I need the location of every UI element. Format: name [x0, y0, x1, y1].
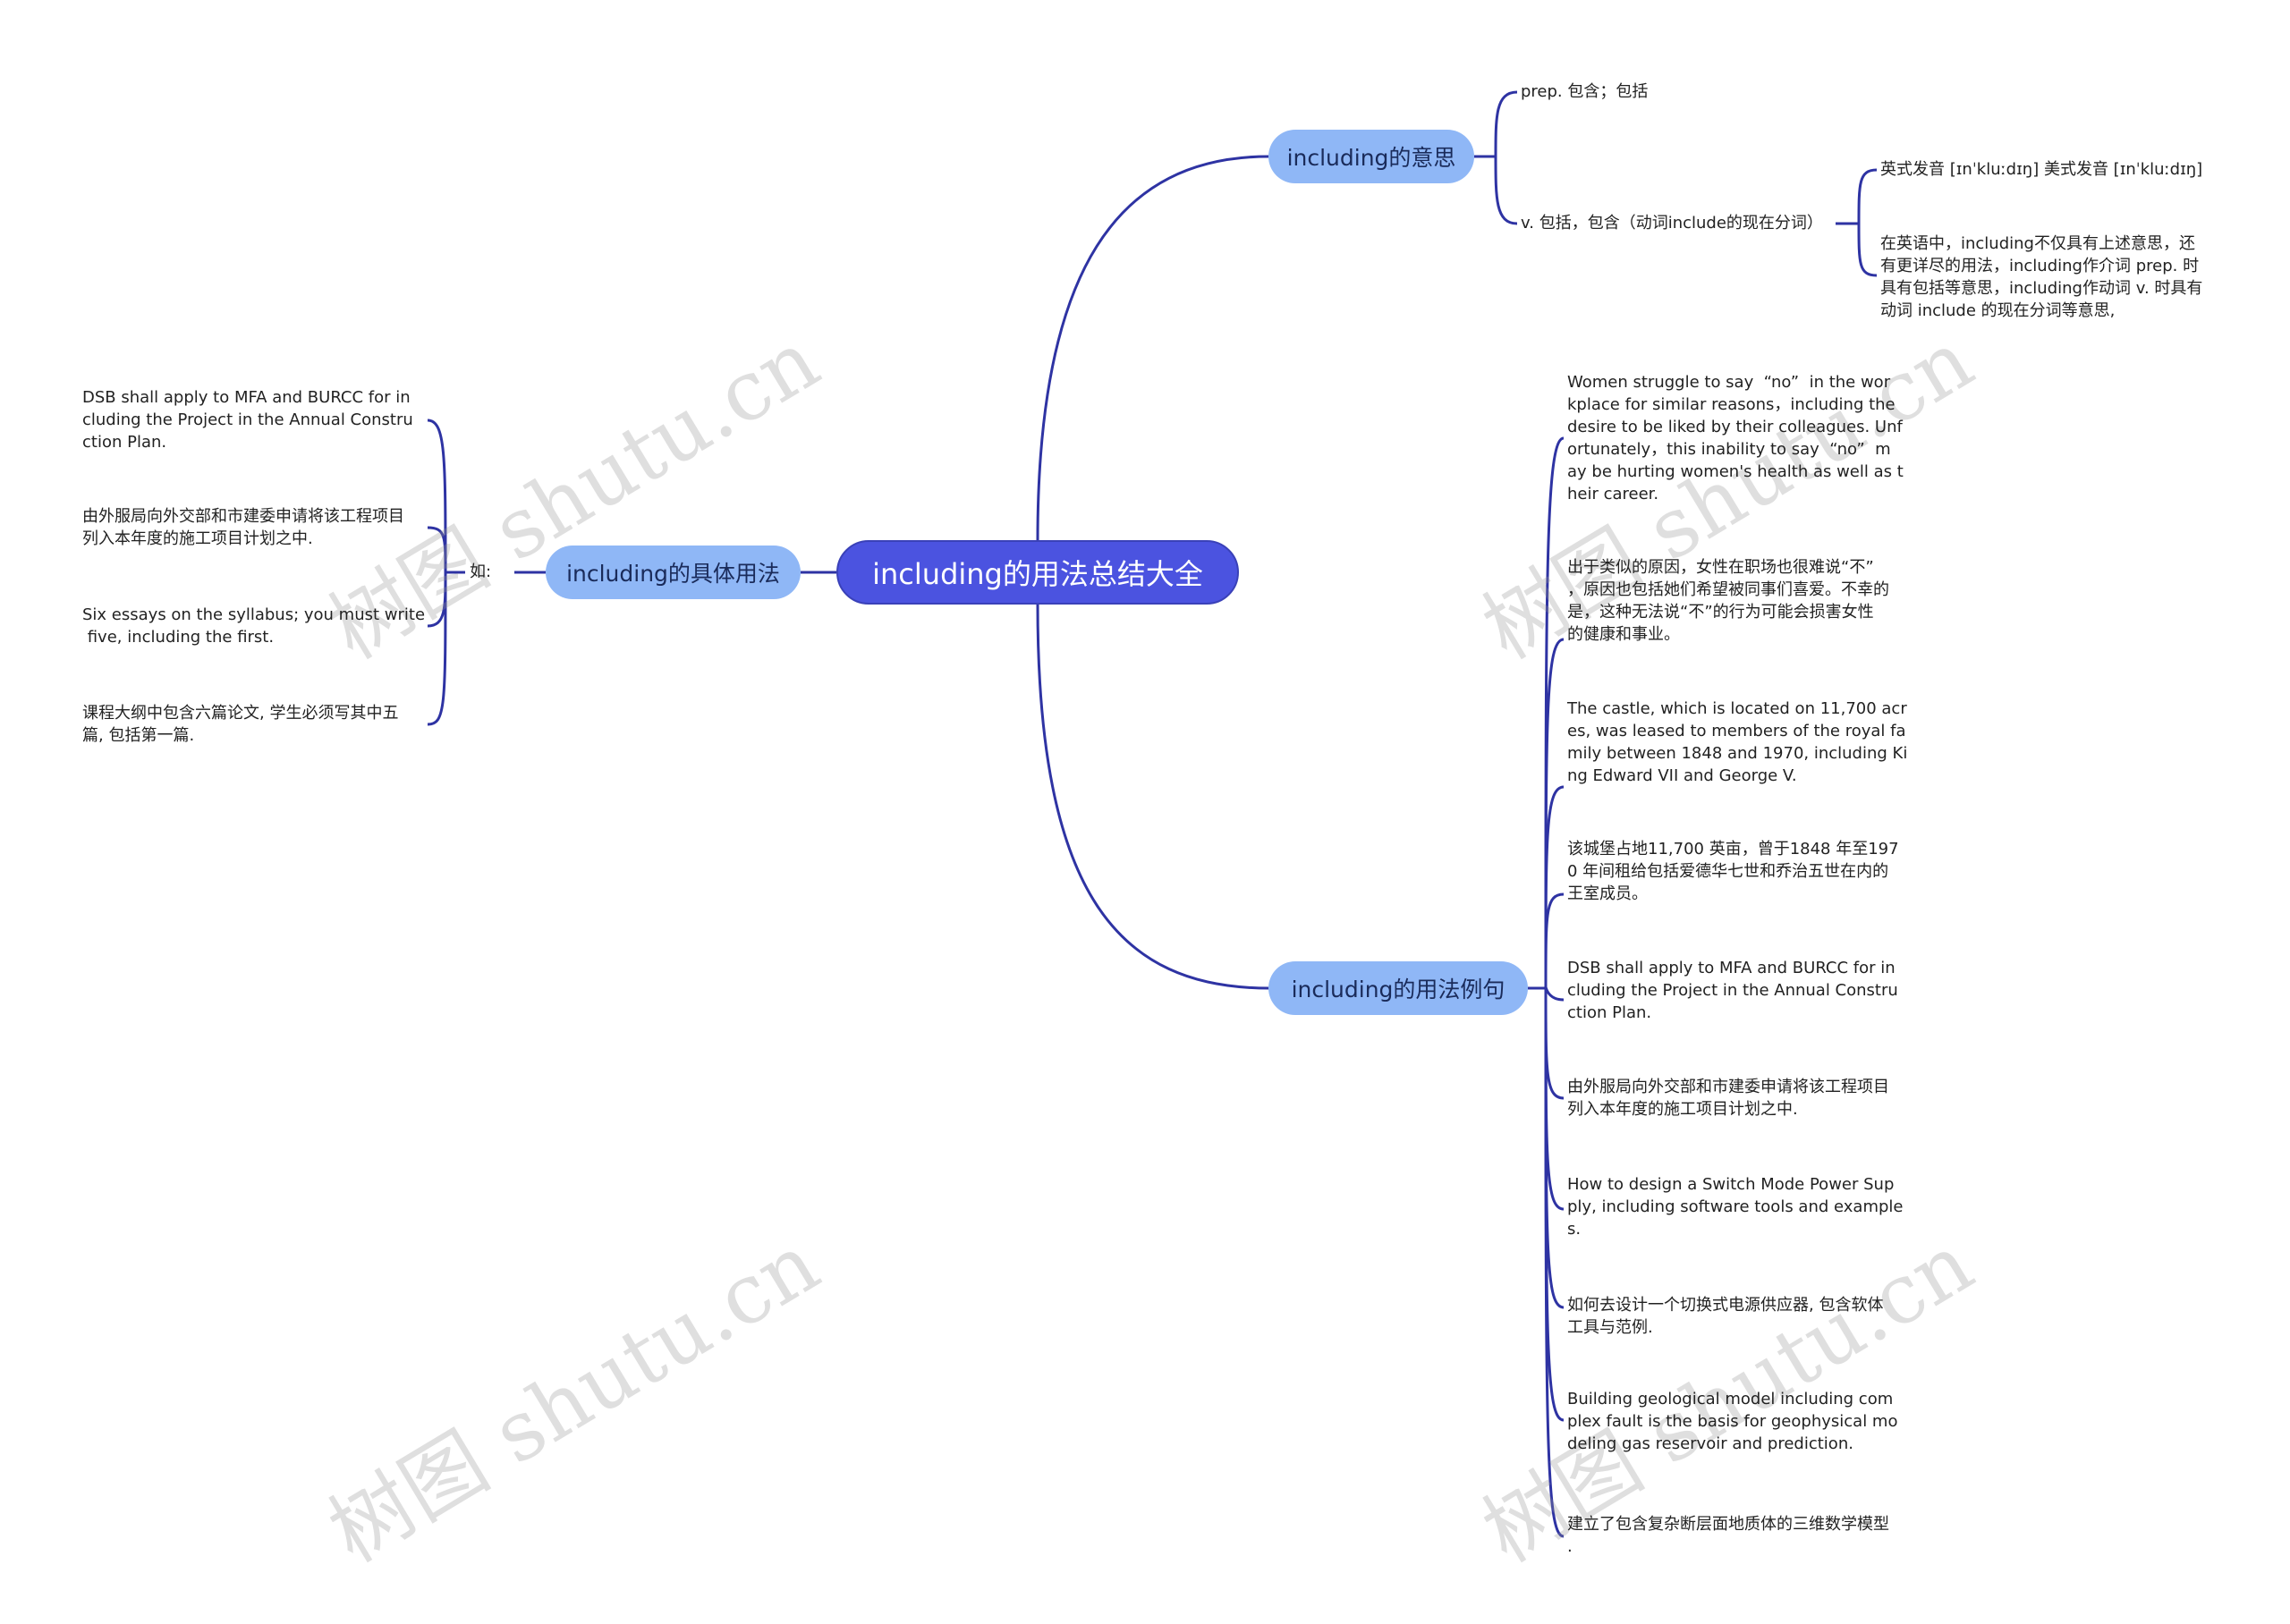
- meaning-prep: prep. 包含；包括: [1521, 82, 1649, 101]
- usage-connector: 如:: [470, 562, 492, 581]
- example-item: 建立了包含复杂断层面地质体的三维数学模型 .: [1567, 1515, 1889, 1556]
- example-item: 出于类似的原因，女性在职场也很难说“不” ，原因也包括她们希望被同事们喜爱。不幸…: [1567, 558, 1889, 644]
- branch-usage[interactable]: including的具体用法: [546, 546, 801, 599]
- usage-item: Six essays on the syllabus; you must wri…: [82, 605, 426, 647]
- meaning-pronunciation: 英式发音 [ɪnˈkluːdɪŋ] 美式发音 [ɪnˈkluːdɪŋ]: [1880, 160, 2203, 179]
- usage-item: 课程大纲中包含六篇论文, 学生必须写其中五 篇, 包括第一篇.: [82, 704, 399, 745]
- root-topic[interactable]: including的用法总结大全: [836, 540, 1239, 605]
- example-item: 该城堡占地11,700 英亩，曾于1848 年至197 0 年间租给包括爱德华七…: [1567, 840, 1899, 903]
- branch-examples[interactable]: including的用法例句: [1268, 961, 1528, 1015]
- usage-item: DSB shall apply to MFA and BURCC for in …: [82, 388, 413, 452]
- example-item: DSB shall apply to MFA and BURCC for in …: [1567, 959, 1898, 1022]
- meaning-explanation: 在英语中，including不仅具有上述意思，还 有更详尽的用法，includi…: [1880, 234, 2203, 320]
- meaning-verb: v. 包括，包含（动词include的现在分词）: [1521, 214, 1823, 233]
- branch-meaning[interactable]: including的意思: [1268, 130, 1474, 183]
- example-item: Building geological model including com …: [1567, 1390, 1898, 1453]
- example-item: 由外服局向外交部和市建委申请将该工程项目 列入本年度的施工项目计划之中.: [1567, 1078, 1889, 1119]
- example-item: Women struggle to say “no” in the wor kp…: [1567, 373, 1904, 503]
- example-item: 如何去设计一个切换式电源供应器, 包含软体 工具与范例.: [1567, 1296, 1884, 1337]
- example-item: The castle, which is located on 11,700 a…: [1567, 699, 1908, 785]
- usage-item: 由外服局向外交部和市建委申请将该工程项目 列入本年度的施工项目计划之中.: [82, 507, 404, 548]
- example-item: How to design a Switch Mode Power Sup pl…: [1567, 1175, 1904, 1239]
